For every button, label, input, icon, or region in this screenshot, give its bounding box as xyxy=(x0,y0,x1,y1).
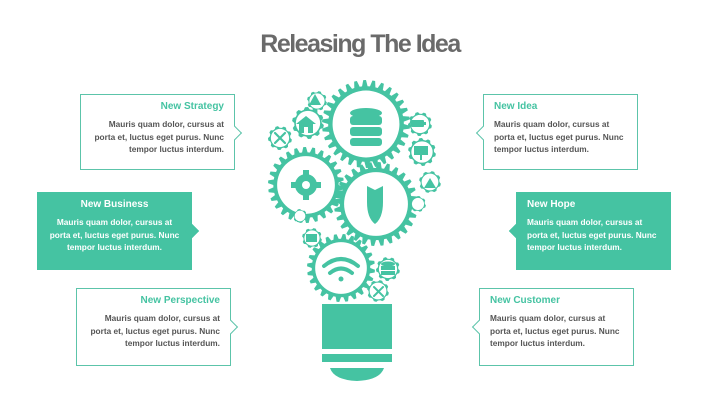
box-new-hope: New Hope Mauris quam dolor, cursus at po… xyxy=(508,192,671,270)
battery-icon xyxy=(411,120,426,127)
box-heading: New Business xyxy=(80,199,149,210)
box-heading: New Idea xyxy=(494,101,538,112)
presentation-icon xyxy=(414,146,428,160)
box-text: Mauris quam dolor, cursus at porta et, l… xyxy=(49,217,180,252)
database-icon xyxy=(350,108,382,146)
box-pointer xyxy=(184,223,200,239)
box-new-perspective: New Perspective Mauris quam dolor, cursu… xyxy=(76,288,239,366)
gear-center xyxy=(294,210,306,222)
box-pointer xyxy=(475,125,491,141)
bulb-base xyxy=(322,304,392,381)
page-title: Releasing The Idea xyxy=(260,30,461,58)
box-pointer xyxy=(223,319,239,335)
wifi-icon xyxy=(322,257,360,282)
box-pointer xyxy=(227,125,243,141)
home-icon xyxy=(296,116,316,133)
box-text: Mauris quam dolor, cursus at porta et, l… xyxy=(490,313,620,348)
tools-icon xyxy=(373,286,384,297)
box-new-strategy: New Strategy Mauris quam dolor, cursus a… xyxy=(80,94,243,170)
warning-icon xyxy=(309,94,436,188)
lightbulb-gears-illustration xyxy=(268,80,441,381)
box-heading: New Perspective xyxy=(140,295,221,306)
box-text: Mauris quam dolor, cursus at porta et, l… xyxy=(527,217,657,252)
box-new-customer: New Customer Mauris quam dolor, cursus a… xyxy=(471,288,634,366)
box-text: Mauris quam dolor, cursus at porta et, l… xyxy=(94,119,224,154)
box-new-business: New Business Mauris quam dolor, cursus a… xyxy=(37,192,200,270)
gear-icon xyxy=(291,170,321,200)
gear-center xyxy=(411,197,425,211)
shield-icon xyxy=(367,186,383,224)
envelope-icon xyxy=(306,234,317,242)
box-heading: New Strategy xyxy=(160,101,224,112)
box-pointer xyxy=(508,223,524,239)
box-heading: New Hope xyxy=(527,199,576,210)
box-heading: New Customer xyxy=(490,295,561,306)
tools-icon xyxy=(273,131,287,145)
box-new-idea: New Idea Mauris quam dolor, cursus at po… xyxy=(475,94,638,170)
box-text: Mauris quam dolor, cursus at porta et, l… xyxy=(90,313,220,348)
box-pointer xyxy=(471,319,487,335)
database-icon xyxy=(381,261,395,275)
box-text: Mauris quam dolor, cursus at porta et, l… xyxy=(494,119,624,154)
